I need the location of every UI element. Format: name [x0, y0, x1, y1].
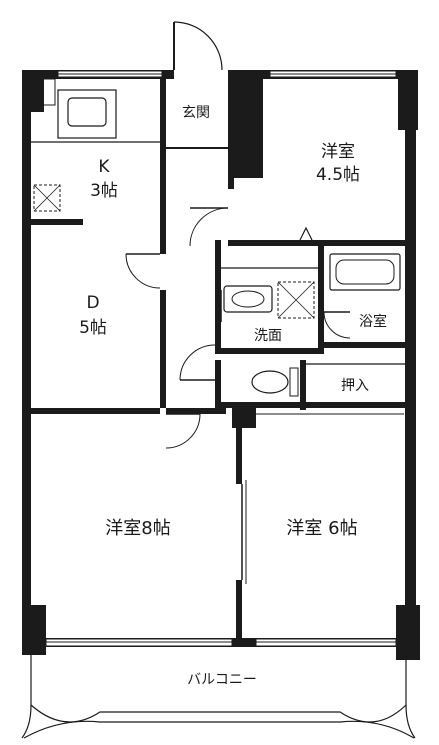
western-small-size-label: 4.5帖: [316, 165, 360, 185]
dining-name-label: D: [86, 293, 99, 313]
balcony: [21, 647, 416, 739]
genkan-label: 玄関: [182, 104, 210, 121]
western-6-label: 洋室 6帖: [286, 518, 357, 539]
wet-fixtures: [223, 253, 401, 397]
interior-openings: [40, 410, 404, 584]
kitchen-size-label: 3帖: [90, 181, 118, 201]
closet-label: 押入: [341, 378, 369, 394]
top-windows: [57, 70, 397, 78]
interior-doors: [125, 207, 351, 449]
kitchen-fixtures: [32, 78, 117, 212]
balcony-label: バルコニー: [187, 672, 257, 688]
bathroom-label: 浴室: [359, 313, 387, 330]
interior-walls: [31, 79, 406, 638]
dining-size-label: 5帖: [79, 318, 107, 338]
balcony-windows: [45, 638, 397, 647]
entrance-door: [173, 21, 223, 71]
washroom-label: 洗面: [254, 328, 282, 344]
kitchen-name-label: K: [98, 157, 110, 177]
western-small-name-label: 洋室: [321, 142, 355, 162]
western-8-label: 洋室8帖: [105, 518, 170, 539]
